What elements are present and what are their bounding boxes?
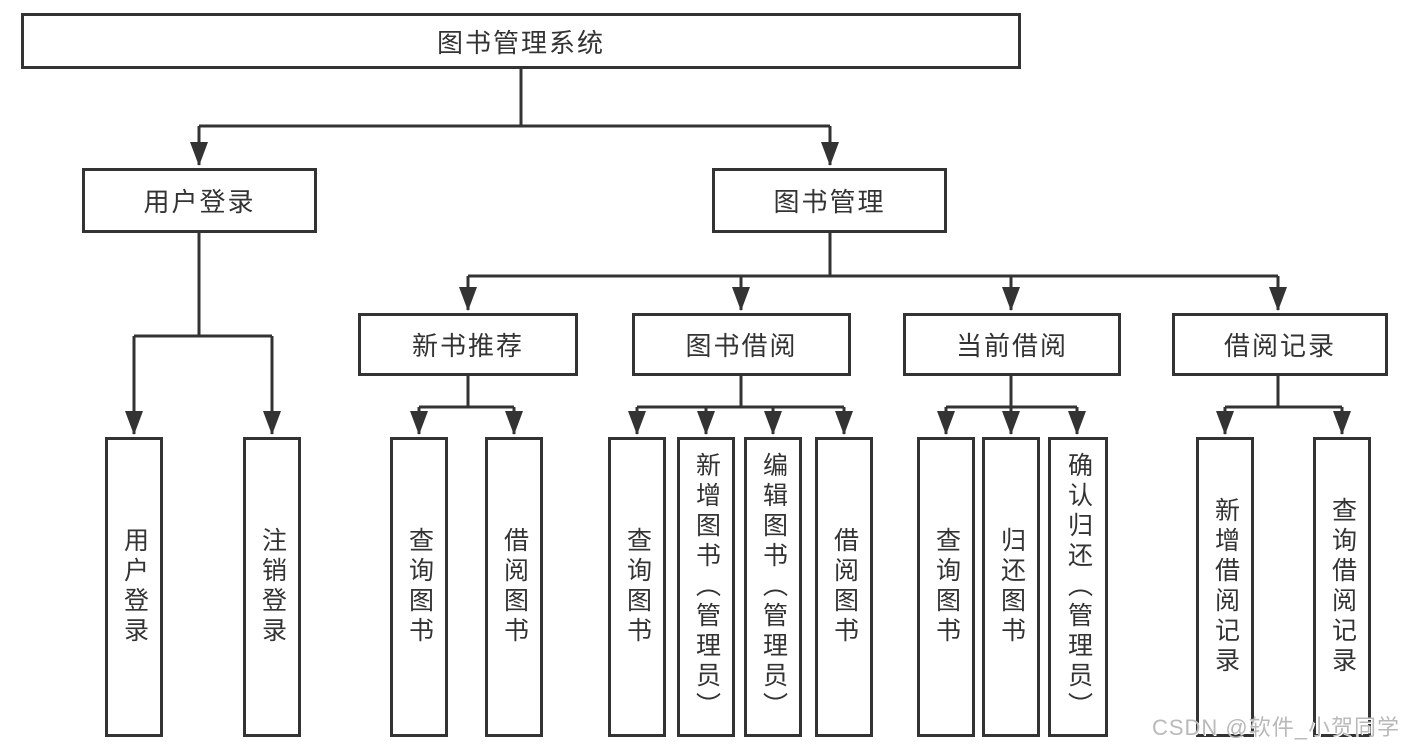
leaf-query-books-current: 查询图书 bbox=[917, 437, 975, 737]
leaf-add-borrow-record-label: 新增借阅记录 bbox=[1211, 497, 1240, 677]
leaf-query-books-borrowing-label: 查询图书 bbox=[623, 527, 652, 647]
leaf-edit-book-admin: 编辑图书（管理员） bbox=[744, 437, 802, 737]
leaf-query-borrow-record-label: 查询借阅记录 bbox=[1328, 497, 1357, 677]
node-borrow-records: 借阅记录 bbox=[1172, 313, 1388, 376]
leaf-borrow-books-recommend: 借阅图书 bbox=[485, 437, 543, 737]
leaf-user-login-label: 用户登录 bbox=[120, 527, 149, 647]
leaf-edit-book-admin-label: 编辑图书（管理员） bbox=[759, 452, 788, 722]
node-new-book-recommend: 新书推荐 bbox=[358, 313, 578, 376]
leaf-confirm-return-admin-label: 确认归还（管理员） bbox=[1064, 452, 1093, 722]
leaf-borrow-books-borrowing: 借阅图书 bbox=[815, 437, 873, 737]
leaf-return-book: 归还图书 bbox=[982, 437, 1040, 737]
node-book-management: 图书管理 bbox=[712, 168, 947, 233]
leaf-add-borrow-record: 新增借阅记录 bbox=[1196, 437, 1254, 737]
node-current-borrowing: 当前借阅 bbox=[903, 313, 1121, 376]
node-book-borrowing: 图书借阅 bbox=[632, 313, 851, 376]
leaf-borrow-books-recommend-label: 借阅图书 bbox=[500, 527, 529, 647]
leaf-return-book-label: 归还图书 bbox=[997, 527, 1026, 647]
leaf-query-books-recommend: 查询图书 bbox=[390, 437, 448, 737]
leaf-user-login: 用户登录 bbox=[105, 437, 163, 737]
leaf-query-books-current-label: 查询图书 bbox=[932, 527, 961, 647]
leaf-add-book-admin: 新增图书（管理员） bbox=[677, 437, 735, 737]
leaf-add-book-admin-label: 新增图书（管理员） bbox=[692, 452, 721, 722]
leaf-query-books-borrowing: 查询图书 bbox=[608, 437, 666, 737]
leaf-confirm-return-admin: 确认归还（管理员） bbox=[1048, 437, 1108, 737]
node-user-login: 用户登录 bbox=[82, 168, 317, 233]
node-library-management-system: 图书管理系统 bbox=[21, 13, 1021, 69]
leaf-logout-label: 注销登录 bbox=[258, 527, 287, 647]
leaf-query-books-recommend-label: 查询图书 bbox=[405, 527, 434, 647]
leaf-logout: 注销登录 bbox=[243, 437, 301, 737]
leaf-query-borrow-record: 查询借阅记录 bbox=[1313, 437, 1371, 737]
leaf-borrow-books-borrowing-label: 借阅图书 bbox=[830, 527, 859, 647]
